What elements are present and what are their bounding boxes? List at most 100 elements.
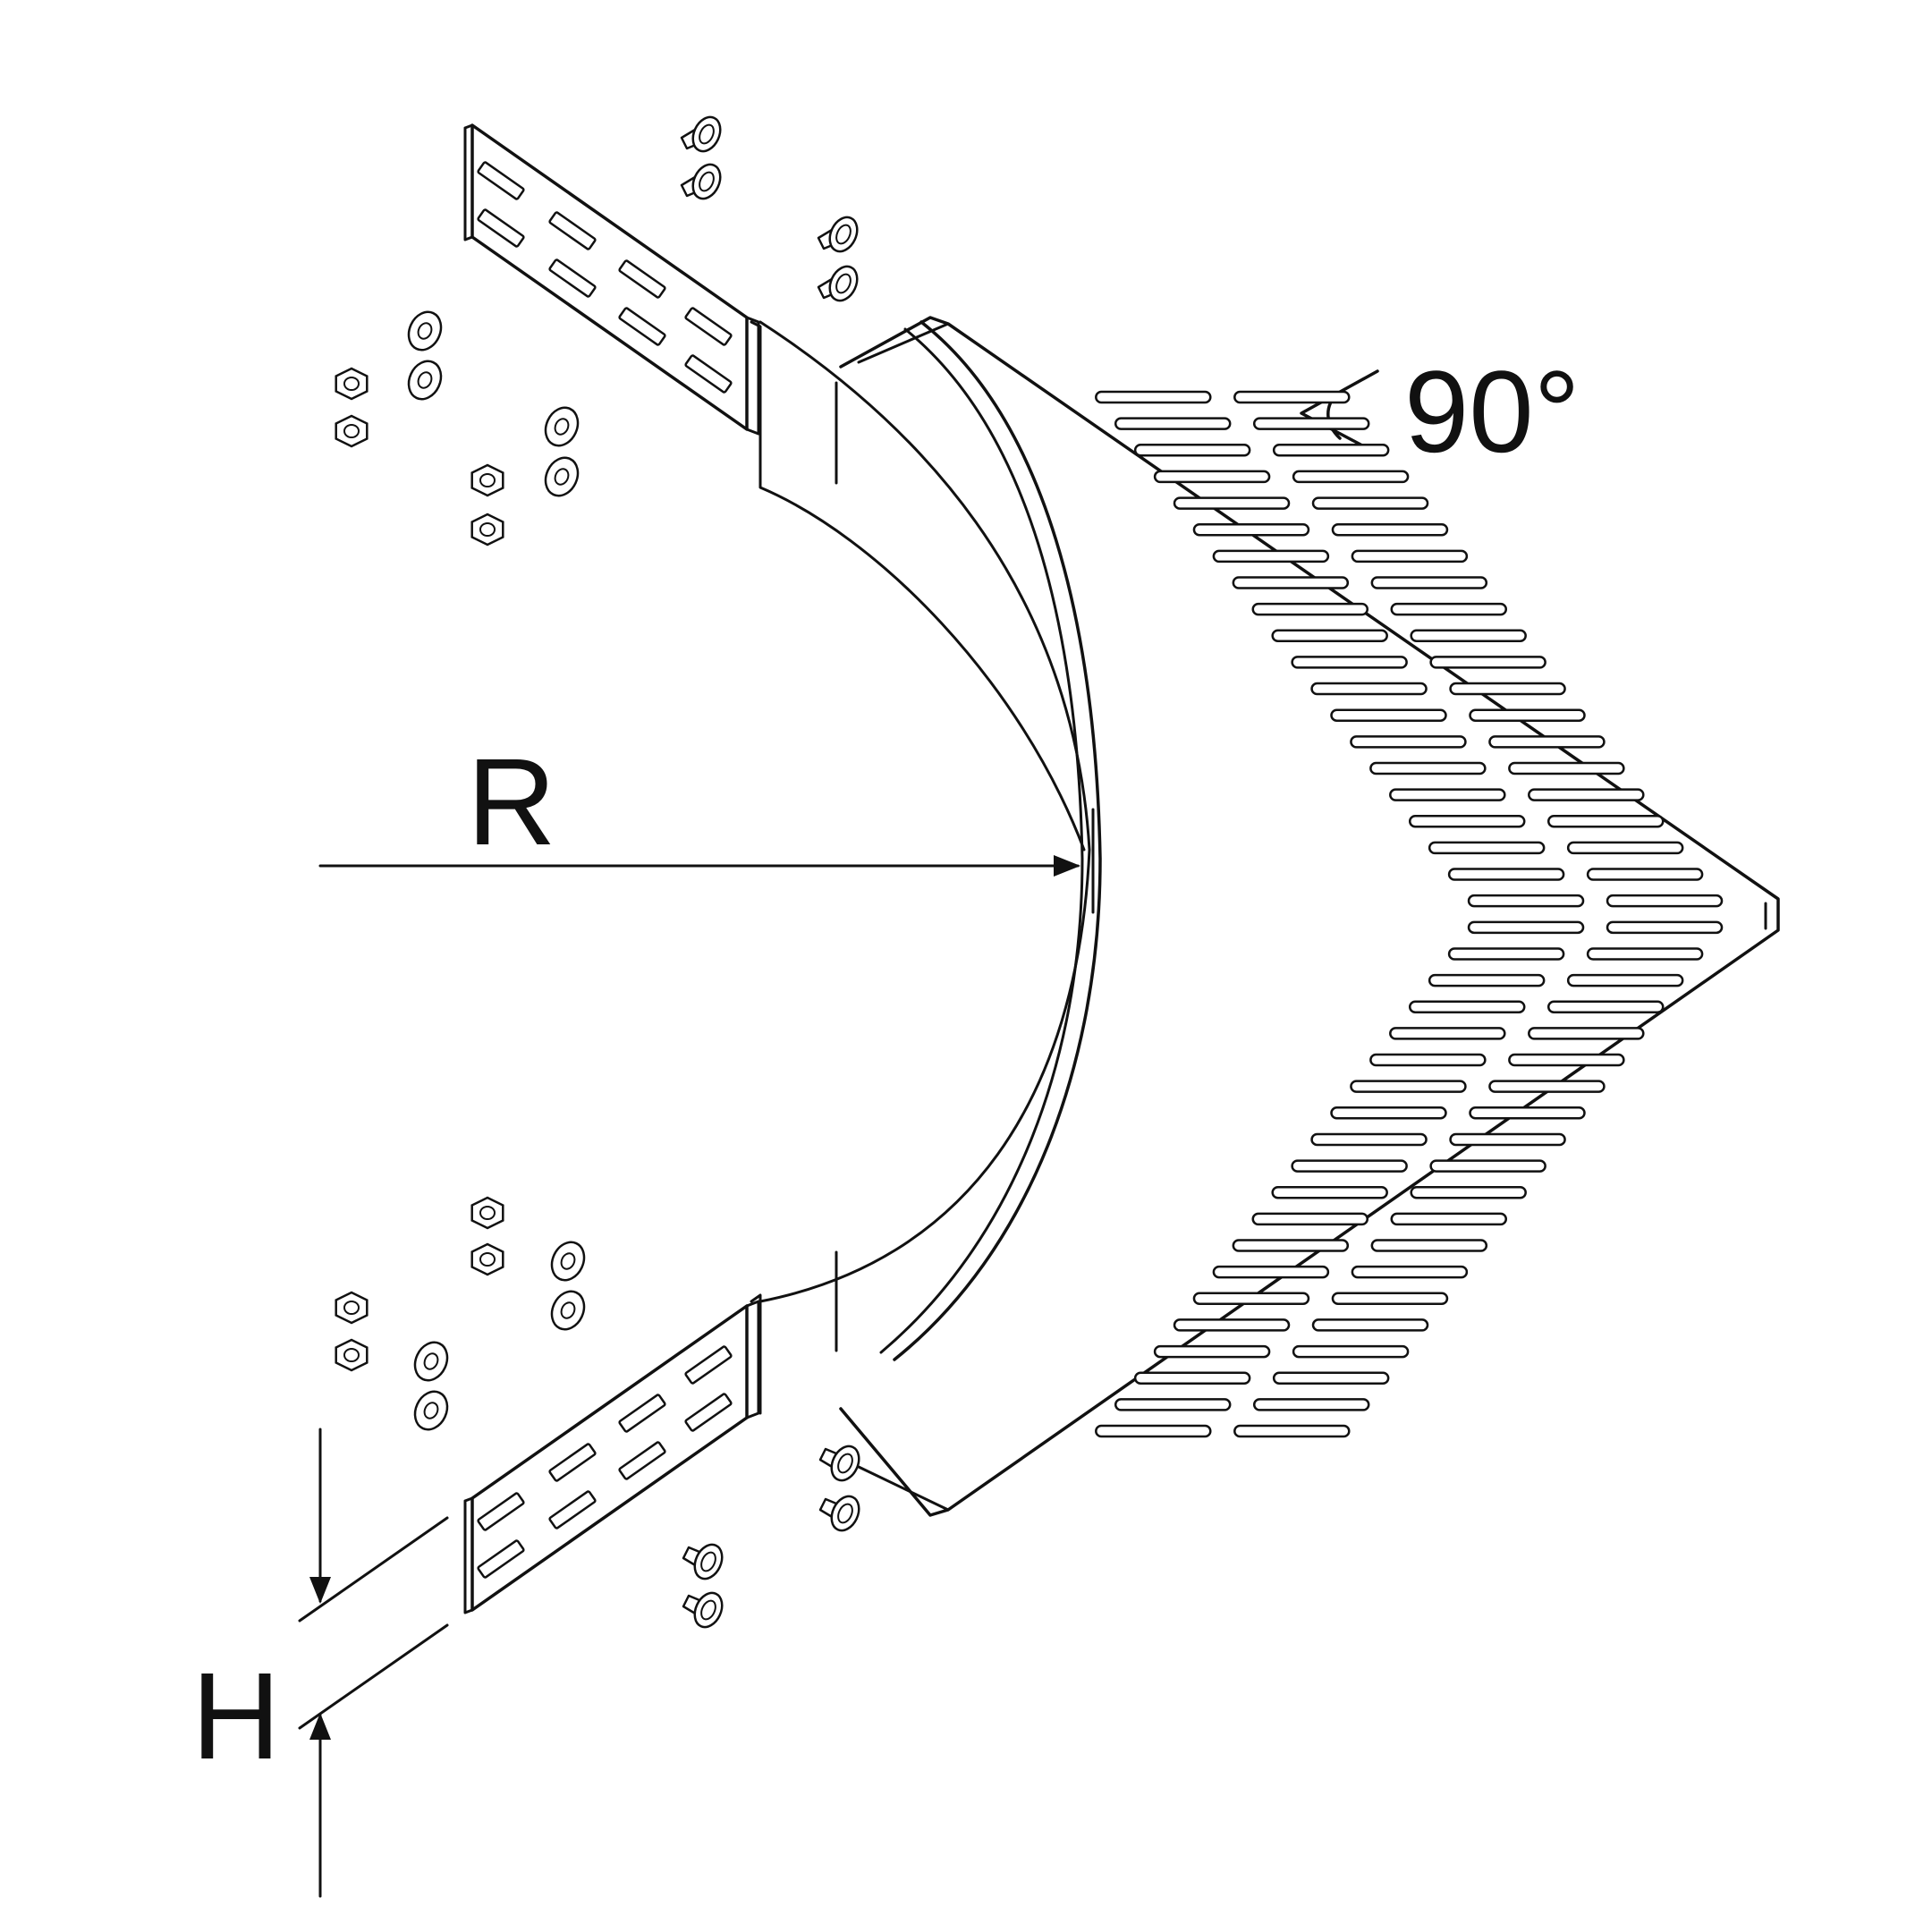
bolt-head xyxy=(691,115,722,153)
washer-ring xyxy=(550,1241,586,1282)
washer-icon xyxy=(544,406,580,447)
washer-hole xyxy=(560,1301,576,1319)
hex-nut-hole xyxy=(479,473,496,487)
hex-nut-icon xyxy=(470,513,504,547)
bolt-icon xyxy=(817,216,859,253)
washer-icon xyxy=(544,456,580,497)
plate-slot xyxy=(548,258,597,298)
bolt-head xyxy=(691,163,722,200)
hex-nut-icon xyxy=(335,1291,369,1325)
washer-ring xyxy=(413,1390,449,1431)
washer-ring xyxy=(550,1290,586,1331)
bolt-icon xyxy=(818,1495,860,1532)
perforation-slot xyxy=(1192,522,1310,537)
perforation-slot xyxy=(1095,1424,1212,1438)
hex-nut-hole xyxy=(479,1206,496,1220)
perforation-slot xyxy=(1153,470,1271,484)
perforation-slot xyxy=(1310,682,1428,696)
plate-slot xyxy=(684,354,733,394)
bolt-head xyxy=(693,1591,724,1629)
plate-slot xyxy=(477,1539,525,1579)
perforation-slot xyxy=(1566,841,1684,855)
bolt-icon xyxy=(818,1445,860,1482)
perforation-slot xyxy=(1606,894,1724,908)
washer-icon xyxy=(550,1241,586,1282)
hex-nut-body xyxy=(335,1291,369,1325)
hex-nut-body xyxy=(470,1196,504,1230)
perforation-slot xyxy=(1428,973,1546,987)
perforation-slot xyxy=(1271,1185,1388,1199)
washer-icon xyxy=(413,1341,449,1382)
perforation-slot xyxy=(1252,417,1370,430)
plate-slot xyxy=(618,1394,666,1433)
perforation-slot xyxy=(1271,629,1388,643)
hex-nut-icon xyxy=(335,414,369,448)
perforation-slot xyxy=(1351,1265,1469,1279)
washer-icon xyxy=(407,360,443,401)
perforation-slot xyxy=(1311,1318,1429,1332)
perforation-slot xyxy=(1232,576,1350,589)
hex-nut-hole xyxy=(343,1301,360,1315)
perforation-slot xyxy=(1114,417,1232,430)
perforation-slot xyxy=(1272,1371,1390,1385)
bolt-head xyxy=(693,1543,724,1580)
bolt-head-inner xyxy=(700,1551,716,1572)
perforation-slot xyxy=(1566,973,1684,987)
perforation-slot xyxy=(1606,920,1724,935)
bolt-icon xyxy=(680,163,722,200)
perforation-slot xyxy=(1133,1371,1251,1385)
perforation-slot xyxy=(1447,868,1565,881)
washer-hole xyxy=(554,468,570,486)
perforation-slot xyxy=(1330,1106,1447,1120)
perforation-slot xyxy=(1212,1265,1330,1279)
perforation-slot xyxy=(1469,1106,1586,1120)
hex-nut-hole xyxy=(479,522,496,537)
bolt-head xyxy=(828,216,859,253)
radius-label: R xyxy=(467,733,556,871)
hex-nut-hole xyxy=(343,424,360,438)
inner-side-wall xyxy=(750,320,1102,1415)
washer-hole xyxy=(560,1252,576,1270)
bolt-head-inner xyxy=(837,1503,853,1524)
perforation-slot xyxy=(1173,1318,1291,1332)
hex-nut-icon xyxy=(470,1196,504,1230)
height-dimension xyxy=(298,1428,449,1898)
washer-hole xyxy=(423,1402,439,1419)
bolt-head xyxy=(830,1445,860,1482)
perforation-slot xyxy=(1232,1239,1350,1252)
perforation-slot xyxy=(1291,1159,1408,1173)
perforation-slot xyxy=(1488,735,1606,749)
perforation-slot xyxy=(1369,1053,1487,1067)
washer-hole xyxy=(417,371,433,389)
hex-nut-body xyxy=(335,367,369,401)
perforation-slot xyxy=(1528,1027,1645,1040)
perforation-slot xyxy=(1586,947,1704,961)
perforation-slot xyxy=(1251,602,1369,616)
perforation-slot xyxy=(1233,390,1351,404)
perforation-slot xyxy=(1390,1212,1508,1226)
perforation-slot xyxy=(1429,1159,1546,1173)
hex-nut-icon xyxy=(470,463,504,497)
perforation-slot xyxy=(1390,602,1508,616)
perforation-slot xyxy=(1291,656,1408,669)
plate-slot xyxy=(684,1393,733,1432)
perforation-slot xyxy=(1350,1080,1467,1093)
perforation-slot xyxy=(1370,1239,1488,1252)
washer-icon xyxy=(550,1290,586,1331)
washer-icon xyxy=(413,1390,449,1431)
hex-nut-hole xyxy=(479,1252,496,1267)
washer-ring xyxy=(413,1341,449,1382)
hex-nut-body xyxy=(335,414,369,448)
perforation-slot xyxy=(1310,1132,1428,1147)
plate-slot xyxy=(477,161,525,200)
washer-ring xyxy=(544,456,580,497)
perforation-slot xyxy=(1488,1080,1606,1093)
perforation-slot xyxy=(1370,576,1488,589)
perforation-slot xyxy=(1449,1132,1566,1147)
washer-ring xyxy=(544,406,580,447)
perforation-slot xyxy=(1546,815,1665,828)
perforation-slot xyxy=(1114,1398,1232,1411)
perforation-slot xyxy=(1447,947,1565,961)
upper-connector-plate xyxy=(463,123,760,436)
